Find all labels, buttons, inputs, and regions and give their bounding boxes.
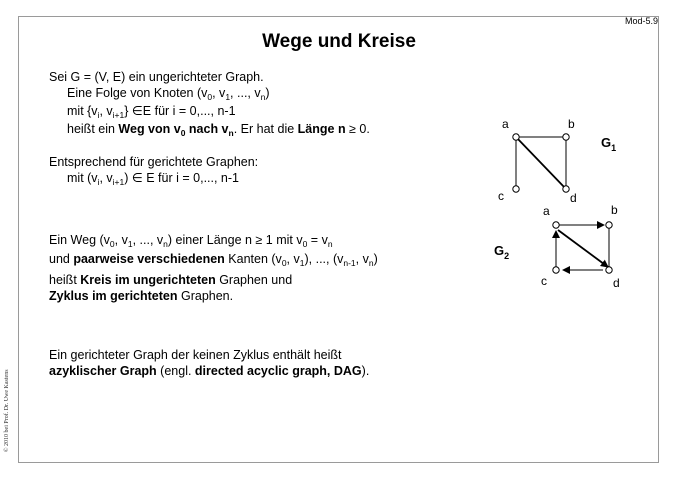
g1-label-d: d — [570, 191, 577, 205]
g1-node-b — [562, 133, 570, 141]
definition-line-1: Sei G = (V, E) ein ungerichteter Graph. — [49, 70, 264, 84]
definition-line-2: Eine Folge von Knoten (v0, v1, ..., vn) — [67, 86, 270, 102]
g1-label-c: c — [498, 189, 504, 203]
definition-line-4: heißt ein Weg von v0 nach vn. Er hat die… — [67, 122, 370, 138]
g2-name: G2 — [494, 243, 509, 261]
g2-label-b: b — [611, 203, 618, 217]
g1-node-a — [512, 133, 520, 141]
directed-line-1: Entsprechend für gerichtete Graphen: — [49, 155, 259, 169]
page-title: Wege und Kreise — [262, 31, 416, 52]
g2-label-d: d — [613, 276, 620, 290]
g2-edge-ad — [557, 229, 609, 268]
graph-g2 — [552, 221, 613, 274]
definition-line-3: mit {vi, vi+1} ∈E für i = 0,..., n-1 — [67, 104, 236, 120]
g2-node-c — [552, 266, 560, 274]
cycle-line-2: und paarweise verschiedenen Kanten (v0, … — [49, 252, 378, 268]
cycle-line-3: heißt Kreis im ungerichteten Graphen und — [49, 273, 293, 287]
dag-line-1: Ein gerichteter Graph der keinen Zyklus … — [49, 348, 342, 362]
cycle-line-1: Ein Weg (v0, v1, ..., vn) einer Länge n … — [49, 233, 333, 249]
g1-edge-ad — [515, 136, 567, 190]
directed-line-2: mit (vi, vi+1) ∈ E für i = 0,..., n-1 — [67, 171, 239, 187]
g2-node-b — [605, 221, 613, 229]
dag-line-2: azyklischer Graph (engl. directed acycli… — [49, 364, 370, 378]
g1-name: G1 — [601, 135, 616, 153]
g2-node-a — [552, 221, 560, 229]
g1-label-a: a — [502, 117, 509, 131]
g1-node-d — [562, 185, 570, 193]
cycle-line-4: Zyklus im gerichteten Graphen. — [49, 289, 234, 303]
g1-node-c — [512, 185, 520, 193]
slide-frame — [18, 16, 659, 463]
g2-node-d — [605, 266, 613, 274]
g1-label-b: b — [568, 117, 575, 131]
slide-id: Mod-5.9 — [624, 16, 658, 26]
graph-g1 — [512, 133, 570, 193]
g2-label-c: c — [541, 274, 547, 288]
g2-label-a: a — [543, 204, 550, 218]
